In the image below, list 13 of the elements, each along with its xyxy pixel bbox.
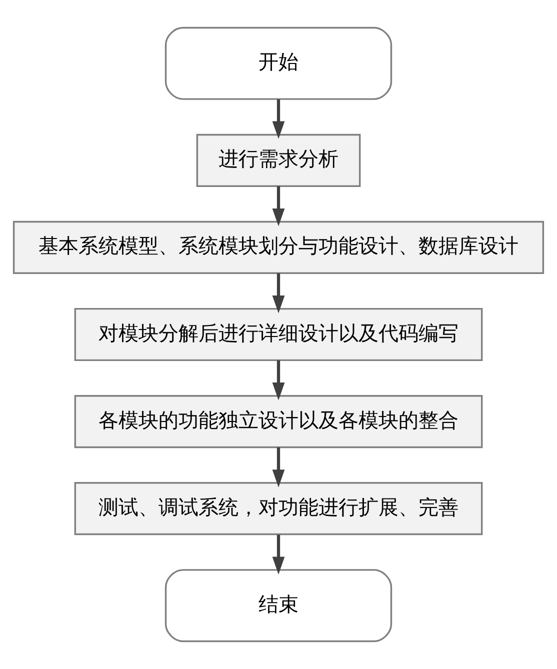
arrow	[272, 186, 285, 226]
arrow	[272, 447, 285, 488]
node-box: 各模块的功能独立设计以及各模块的整合	[74, 395, 483, 448]
node-box: 开始	[164, 26, 392, 100]
arrow	[272, 99, 285, 139]
arrow	[272, 534, 285, 574]
node-box: 对模块分解后进行详细设计以及代码编写	[74, 308, 483, 362]
node-box: 进行需求分析	[196, 134, 361, 187]
node-box: 基本系统模型、系统模块划分与功能设计、数据库设计	[12, 220, 544, 274]
node-box: 测试、调试系统，对功能进行扩展、完善	[74, 482, 483, 536]
node-box: 结束	[164, 569, 392, 642]
arrow	[272, 360, 285, 400]
arrow	[272, 273, 285, 314]
